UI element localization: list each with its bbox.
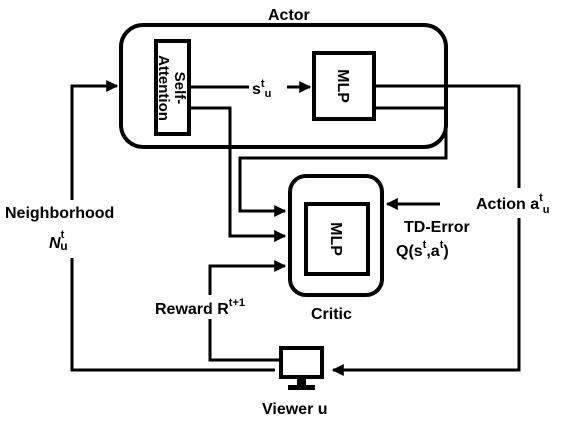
attention-to-critic-arrow — [189, 106, 287, 242]
state-label: stu — [252, 78, 271, 100]
actor-title: Actor — [268, 7, 310, 24]
action-arrow — [331, 84, 521, 376]
reward-label: Reward Rt+1 — [155, 297, 245, 318]
monitor-icon — [279, 346, 324, 390]
self-attention-box — [154, 39, 191, 136]
td-error-label: TD-Error — [404, 219, 470, 236]
q-value-label: Q(st,at) — [396, 239, 449, 260]
viewer-label: Viewer u — [262, 401, 328, 418]
critic-mlp-label: MLP — [327, 222, 344, 256]
action-label: Action atu — [476, 192, 550, 216]
critic-mlp-box — [304, 202, 370, 276]
critic-title: Critic — [311, 306, 352, 323]
self-attention-label-line1: Self- — [171, 72, 188, 105]
actor-mlp-label: MLP — [334, 69, 351, 103]
neighborhood-label: Neighborhood — [5, 205, 114, 222]
actor-to-critic-arrow — [238, 106, 448, 217]
critic-box — [288, 174, 384, 297]
self-attention-label-line2: Attention — [155, 55, 172, 121]
